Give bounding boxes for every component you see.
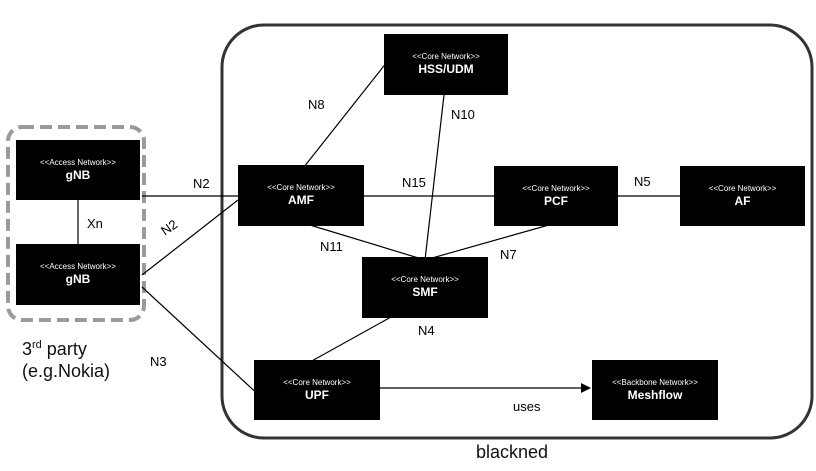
node-name: Meshflow — [627, 387, 683, 402]
node-meshflow[interactable]: <<Backbone Network>> Meshflow — [592, 360, 718, 420]
node-name: SMF — [412, 285, 438, 299]
node-name: gNB — [65, 272, 91, 286]
edge-n10 — [424, 94, 445, 261]
node-stereotype: <<Core Network>> — [391, 275, 459, 284]
node-stereotype: <<Core Network>> — [522, 183, 590, 193]
node-smf[interactable]: <<Core Network>> SMF — [362, 257, 488, 318]
edge-label-n3: N3 — [150, 354, 167, 369]
node-gnb-bottom[interactable]: <<Access Network>> gNB — [16, 244, 140, 305]
node-stereotype: <<Access Network>> — [39, 262, 117, 271]
node-stereotype: <<Core Network>> — [412, 52, 480, 61]
node-name: AMF — [288, 193, 314, 207]
node-stereotype: <<Core Network>> — [283, 377, 351, 387]
node-stereotype: <<Core Network>> — [267, 183, 335, 192]
node-pcf[interactable]: <<Core Network>> PCF — [494, 166, 618, 226]
node-name: PCF — [544, 193, 568, 208]
third-party-line2: (e.g.Nokia) — [22, 361, 111, 381]
node-name: HSS/UDM — [418, 62, 474, 76]
edge-label-uses: uses — [513, 399, 541, 414]
operator-boundary — [220, 23, 814, 440]
node-name: AF — [734, 193, 751, 208]
operator-boundary-caption: blackned — [476, 442, 549, 462]
edge-label-n2-top: N2 — [193, 176, 210, 191]
edge-n3 — [141, 286, 263, 399]
edge-label-n10: N10 — [451, 107, 475, 122]
edge-n4 — [309, 311, 401, 363]
edge-n7 — [424, 222, 557, 261]
node-hss-udm[interactable]: <<Core Network>> HSS/UDM — [384, 34, 508, 95]
node-af[interactable]: <<Core Network>> AF — [680, 166, 805, 226]
edge-label-n5: N5 — [634, 174, 651, 189]
edge-label-n11: N11 — [320, 239, 343, 254]
edge-label-n8: N8 — [308, 97, 325, 112]
node-stereotype: <<Access Network>> — [39, 157, 117, 167]
node-stereotype: <<Backbone Network>> — [612, 377, 698, 387]
edge-n2-bottom — [141, 199, 239, 276]
edge-n8 — [299, 61, 388, 173]
node-stereotype: <<Core Network>> — [708, 183, 777, 193]
edge-label-n7: N7 — [500, 247, 517, 262]
node-amf[interactable]: <<Core Network>> AMF — [238, 165, 364, 226]
node-gnb-top[interactable]: <<Access Network>> gNB — [16, 140, 140, 200]
node-upf[interactable]: <<Core Network>> UPF — [254, 360, 380, 420]
third-party-boundary — [6, 125, 146, 322]
node-name: UPF — [305, 387, 329, 402]
node-name: gNB — [65, 167, 91, 182]
edge-label-n4: N4 — [418, 323, 435, 338]
third-party-line1: 3rd party — [22, 339, 87, 359]
third-party-caption: 3rd party (e.g.Nokia) — [22, 334, 110, 382]
edge-label-n15: N15 — [402, 175, 426, 190]
edge-label-xn: Xn — [87, 216, 103, 231]
edge-n11 — [299, 221, 426, 261]
